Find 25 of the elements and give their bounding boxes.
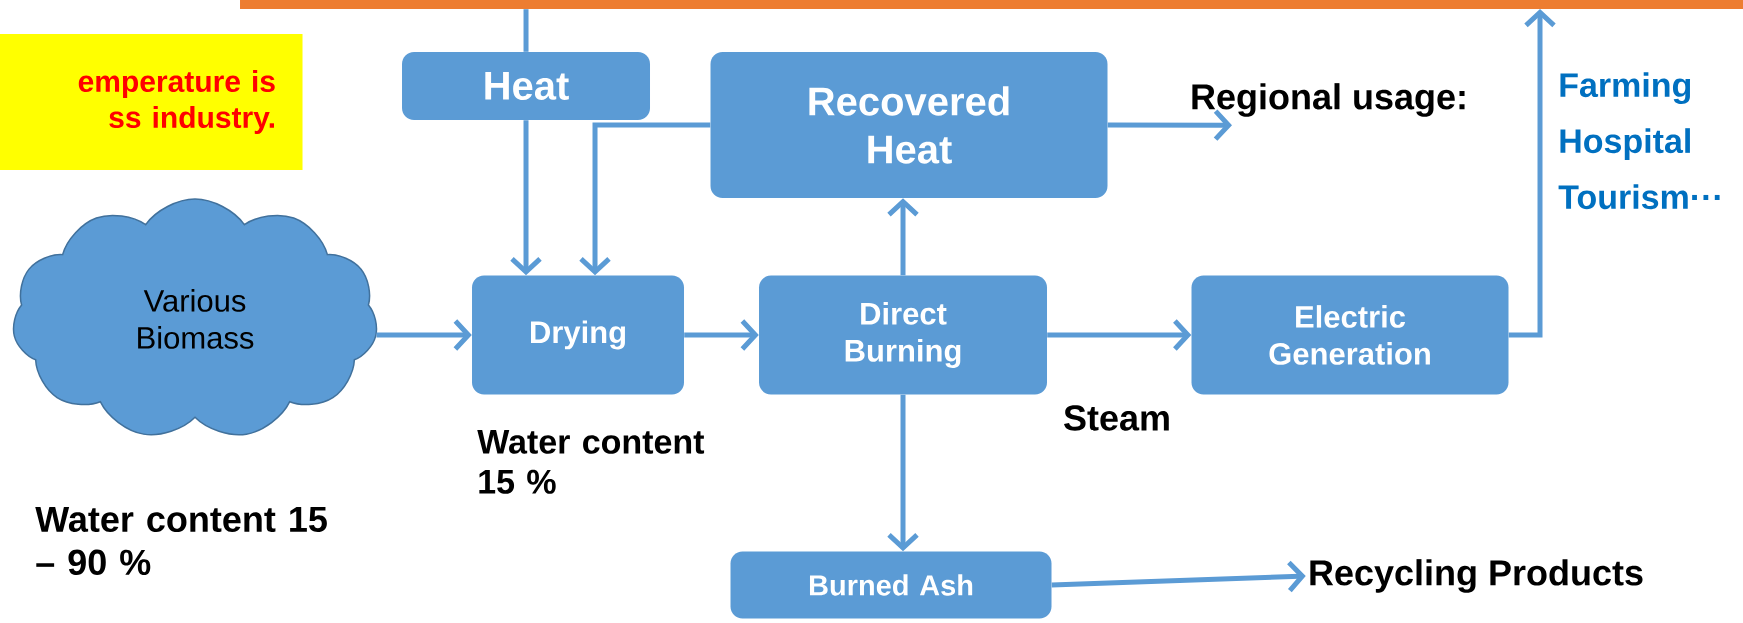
usage-label: Regional usage: [1192,83,1465,117]
output-text: Recycling Products [1310,559,1643,593]
arrow [376,319,472,351]
arrow [1508,9,1556,338]
arrow [1107,109,1232,141]
arrow [684,319,759,351]
note-box: emperature is ss industry. [0,34,303,170]
arrow [1047,319,1192,351]
arrow [579,122,711,276]
caption-text: Water content 15 – 90 % [35,506,327,576]
arrow [510,120,542,276]
edge-label: Steam [1061,403,1174,433]
usage-list: Farming Hospital Tourism··· [1558,72,1720,210]
input-cloud: Various Biomass [12,198,378,436]
process-box: Electric Generation [1191,275,1509,395]
arrow [1051,560,1306,593]
process-box: Direct Burning [759,275,1047,395]
arrow [887,394,919,552]
caption-text: Water content 15 % [477,430,705,494]
arrow [887,198,919,276]
process-box: Burned Ash [730,551,1052,619]
process-box: Recovered Heat [710,52,1108,198]
process-box: Heat [402,52,650,120]
process-box: Drying [472,275,684,395]
top-bar [240,0,1743,9]
